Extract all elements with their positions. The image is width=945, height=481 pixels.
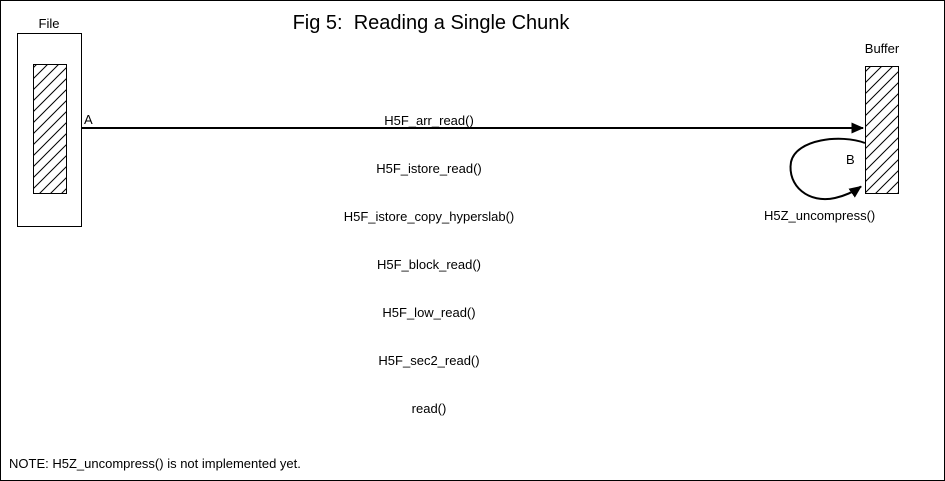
call-stack-line: H5F_istore_read() [376,161,482,176]
figure-title: Fig 5: Reading a Single Chunk [292,12,570,34]
uncompress-function-label: H5Z_uncompress() [764,208,876,223]
uncompress-loop-arrow [789,137,866,201]
point-a-label: A [84,112,93,127]
call-stack-line: H5F_low_read() [382,305,476,320]
footnote: NOTE: H5Z_uncompress() is not implemente… [9,456,301,471]
buffer-box-hatched [865,66,899,194]
call-stack: H5F_arr_read() H5F_istore_read() H5F_ist… [344,81,515,449]
call-stack-line: H5F_arr_read() [384,113,474,128]
call-stack-line: H5F_sec2_read() [378,353,480,368]
call-stack-line: H5F_block_read() [376,257,482,272]
call-stack-line: read() [411,401,447,416]
file-chunk-hatched [33,64,67,194]
file-label: File [38,16,60,31]
buffer-label: Buffer [864,41,900,56]
call-stack-line: H5F_istore_copy_hyperslab() [343,209,515,224]
point-b-label: B [846,152,855,167]
